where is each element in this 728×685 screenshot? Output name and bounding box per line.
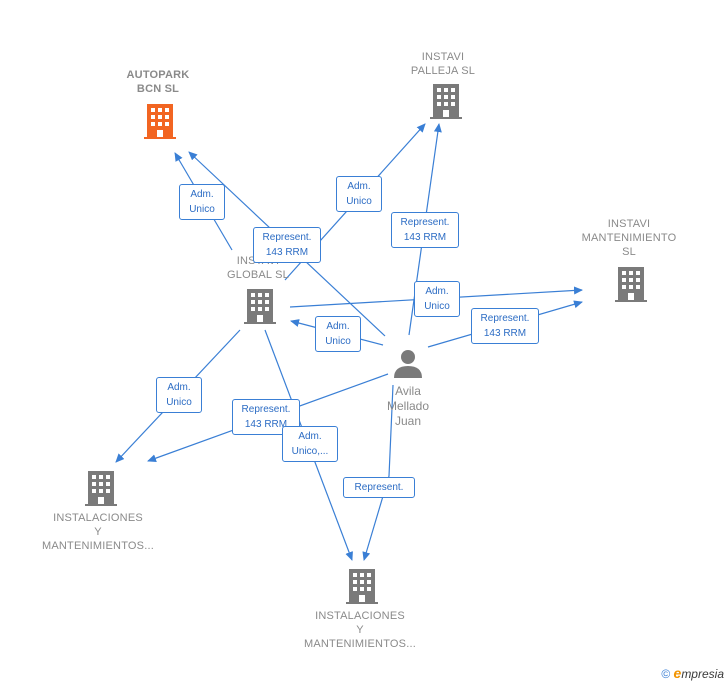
edge-label-global-inst-bottom[interactable]: Adm. Unico,... [282,426,338,462]
person-icon[interactable] [394,350,422,378]
palleja-building-icon[interactable] [430,84,462,119]
edge-label-line: 143 RRM [483,328,527,339]
inst-bottom-building-icon[interactable] [346,569,378,604]
edge-label-line: Unico,... [291,446,329,457]
edge-label-global-palleja[interactable]: Adm. Unico [336,176,382,212]
node-label-line: BCN SL [136,83,180,95]
edge-person-inst-bottom [362,384,394,561]
edge-label-person-global[interactable]: Adm. Unico [315,316,361,352]
node-label-inst-bottom[interactable]: INSTALACIONES Y MANTENIMIENTOS... [290,609,430,651]
edge-label-line: Represent. [262,232,312,243]
node-label-line: MANTENIMIENTO [581,232,677,244]
node-label-line: MANTENIMIENTOS... [42,540,154,552]
node-label-line: INSTALACIONES [315,610,405,622]
edge-label-line: 143 RRM [403,232,447,243]
edge-label-line: Unico [346,196,372,207]
edge-label-line: Unico [325,336,351,347]
person-label-line: Mellado [386,399,430,413]
edge-label-global-autopark[interactable]: Adm. Unico [179,184,225,220]
edge-label-person-autopark[interactable]: Represent. 143 RRM [253,227,321,263]
edge-label-line: Unico [166,397,192,408]
footer-brand: © empresia [661,665,724,681]
edge-label-line: Represent. [241,404,291,415]
edge-label-line: Adm. [298,431,322,442]
mantenimiento-sl-building-icon[interactable] [615,267,647,302]
edge-label-line: Adm. [425,286,449,297]
edge-label-line: Adm. [347,181,371,192]
edge-label-line: Adm. [326,321,350,332]
person-label-line: Juan [394,414,422,428]
edge-label-line: Represent. [400,217,450,228]
edge-label-line: Unico [424,301,450,312]
edge-label-line: 143 RRM [265,247,309,258]
edge-label-global-mantenimiento[interactable]: Adm. Unico [414,281,460,317]
edge-label-person-palleja[interactable]: Represent. 143 RRM [391,212,459,248]
edge-label-person-inst-left[interactable]: Represent. 143 RRM [232,399,300,435]
edge-label-line: Represent. [480,313,530,324]
node-label-line: SL [622,246,636,258]
brand-name: mpresia [681,667,724,681]
node-label-line: Y [356,624,364,636]
edge-label-global-inst-left[interactable]: Adm. Unico [156,377,202,413]
global-building-icon[interactable] [244,289,276,324]
node-label-line: Y [94,526,102,538]
edge-label-line: Adm. [167,382,191,393]
edge-label-person-mantenimiento[interactable]: Represent. 143 RRM [471,308,539,344]
autopark-building-icon[interactable] [144,104,176,139]
person-label[interactable]: Avila Mellado Juan [368,384,448,429]
node-label-line: AUTOPARK [126,69,190,81]
inst-left-building-icon[interactable] [85,471,117,506]
person-label-line: Avila [395,384,421,398]
node-label-autopark[interactable]: AUTOPARK BCN SL [98,68,218,96]
edge-label-person-inst-bottom[interactable]: Represent. [343,477,415,498]
brand-initial: e [673,665,682,681]
node-label-line: PALLEJA SL [410,65,476,77]
node-label-line: INSTAVI [607,218,651,230]
node-label-line: GLOBAL SL [227,269,289,281]
copyright-icon: © [661,667,671,681]
node-label-mantenimiento-sl[interactable]: INSTAVI MANTENIMIENTO SL [569,217,689,259]
edge-label-line: 143 RRM [244,419,288,430]
node-label-line: INSTAVI [421,51,465,63]
edge-label-line: Adm. [190,189,214,200]
edge-label-line: Unico [189,204,215,215]
node-label-palleja[interactable]: INSTAVI PALLEJA SL [383,50,503,78]
node-label-line: MANTENIMIENTOS... [304,638,416,650]
node-label-line: INSTALACIONES [53,512,143,524]
node-label-inst-left[interactable]: INSTALACIONES Y MANTENIMIENTOS... [28,511,168,553]
edge-label-line: Represent. [354,482,404,493]
